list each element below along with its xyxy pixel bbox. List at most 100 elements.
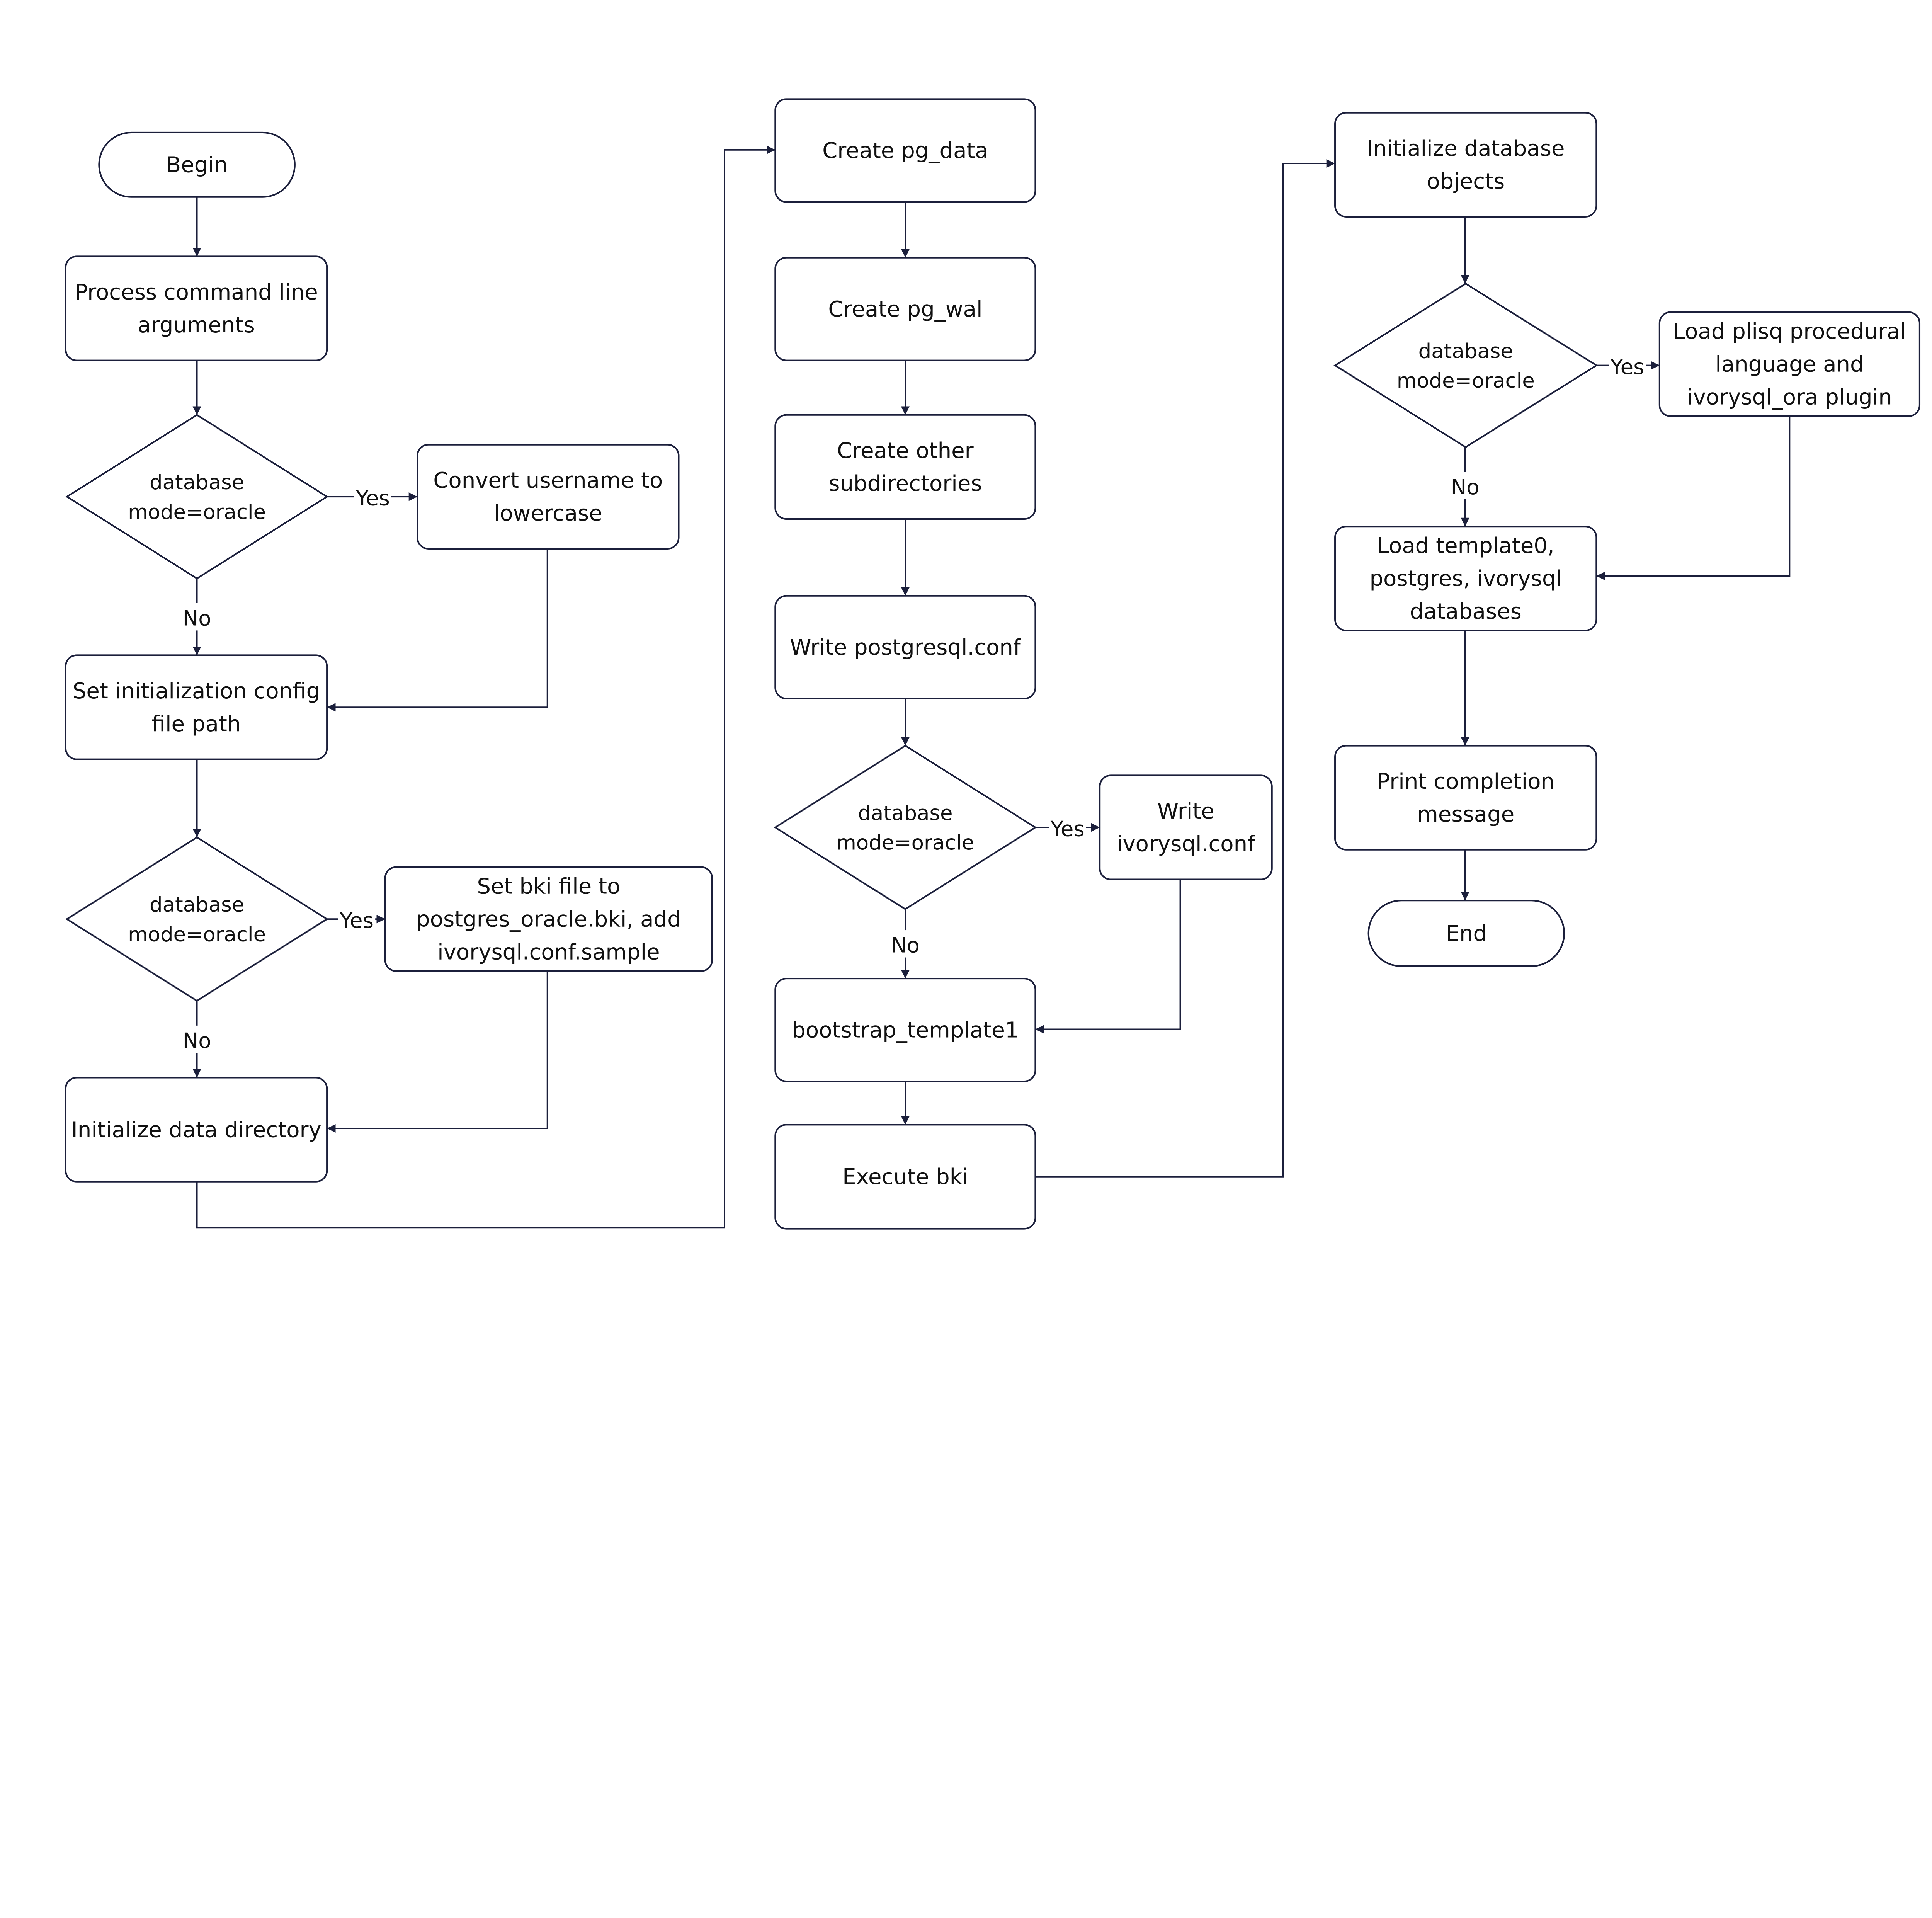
edge-label-bg — [178, 1025, 216, 1053]
node-create-pg-data: Create pg_data — [774, 98, 1036, 203]
node-label-line: lowercase — [494, 501, 602, 526]
edge-write-ivorysql-conf-to-bootstrap-template1 — [1035, 879, 1181, 1034]
node-set-config-path: Set initialization config file path — [65, 654, 328, 760]
node-bootstrap-template1: bootstrap_template1 — [774, 977, 1036, 1082]
node-execute-bki: Execute bki — [774, 1124, 1036, 1230]
edge-label-bg — [338, 905, 376, 933]
node-label: Load template0, postgres, ivorysql databas… — [1369, 533, 1562, 624]
node-label-line: Set bki file to — [477, 874, 620, 899]
node-load-databases: Load template0, postgres, ivorysql databas… — [1334, 526, 1597, 631]
process-box — [774, 595, 1036, 699]
node-label-line: Begin — [166, 153, 228, 178]
process-box — [1334, 745, 1597, 851]
edge-convert-username-to-set-config-path — [327, 548, 548, 712]
edge-label-yes: Yes — [1610, 354, 1645, 379]
process-box — [1658, 311, 1921, 417]
node-init-data-dir: Initialize data directory — [65, 1077, 328, 1183]
node-label-line: database — [858, 802, 952, 825]
process-box — [1334, 112, 1597, 218]
process-box — [774, 977, 1036, 1082]
process-box — [1334, 526, 1597, 631]
node-label-line: language and — [1715, 352, 1864, 377]
terminal-shape — [1367, 900, 1565, 967]
node-label-line: ivorysql.conf — [1117, 832, 1255, 857]
process-box — [417, 444, 680, 550]
node-label-line: Create pg_wal — [828, 297, 982, 322]
node-write-ivorysql-conf: Write ivorysql.conf — [1099, 774, 1273, 880]
node-label-line: objects — [1427, 169, 1505, 194]
node-label: Create pg_wal — [828, 297, 982, 322]
process-box — [65, 654, 328, 760]
process-box — [774, 414, 1036, 520]
node-write-postgresql-conf: Write postgresql.conf — [774, 595, 1036, 699]
node-label-line: Write — [1157, 799, 1214, 824]
process-box — [774, 257, 1036, 361]
node-label-line: Print completion — [1377, 769, 1554, 794]
edge-load-plisql-to-load-databases — [1596, 416, 1791, 580]
node-init-db-objects: Initialize database objects — [1334, 112, 1597, 218]
edge-set-bki-to-init-data-dir — [327, 971, 548, 1133]
node-label-line: Create pg_data — [822, 138, 988, 163]
node-label-line: bootstrap_template1 — [792, 1018, 1019, 1043]
node-label-line: file path — [152, 711, 241, 737]
decision-diamond — [65, 836, 329, 1002]
process-box — [384, 866, 713, 972]
node-label: Write postgresql.conf — [790, 635, 1021, 660]
node-label-line: Load template0, — [1377, 533, 1554, 558]
edge-label-bg — [1609, 352, 1646, 379]
edge-label-bg — [886, 930, 924, 958]
node-label-line: postgres, ivorysql — [1369, 566, 1562, 591]
node-label-line: databases — [1410, 599, 1522, 624]
edge-label-no: No — [1451, 475, 1480, 499]
edge-label-bg — [354, 483, 391, 511]
node-begin: Begin — [98, 131, 296, 198]
node-label-line: End — [1446, 921, 1487, 946]
process-box — [774, 1124, 1036, 1230]
node-label-line: Execute bki — [842, 1164, 968, 1190]
process-box — [774, 98, 1036, 203]
node-label: Set initialization config file path — [73, 679, 320, 737]
node-label-line: Create other — [837, 438, 974, 463]
node-label-line: Load plisq procedural — [1673, 319, 1906, 344]
decision-diamond — [774, 745, 1037, 910]
node-label: database mode=oracle — [836, 802, 974, 855]
node-label: bootstrap_template1 — [792, 1018, 1019, 1043]
node-label: Create pg_data — [822, 138, 988, 163]
node-label: Begin — [166, 153, 228, 178]
node-label-line: ivorysql.conf.sample — [437, 939, 660, 965]
decision-diamond — [65, 414, 329, 580]
node-create-pg-wal: Create pg_wal — [774, 257, 1036, 361]
node-decision-3: database mode=oracle — [774, 745, 1037, 910]
node-label-line: Initialize database — [1367, 136, 1565, 161]
edge-label-bg — [178, 603, 216, 631]
node-label-line: mode=oracle — [128, 500, 266, 524]
node-label-line: mode=oracle — [836, 831, 974, 855]
node-label-line: database — [1418, 339, 1513, 363]
node-label-line: arguments — [138, 313, 255, 338]
edge-label-bg — [1446, 472, 1484, 499]
node-label-line: Set initialization config — [73, 679, 320, 704]
node-label: Initialize data directory — [71, 1117, 321, 1142]
edge-label-bg — [1049, 813, 1086, 841]
node-label: End — [1446, 921, 1487, 946]
node-label: database mode=oracle — [1397, 339, 1535, 393]
process-box — [1099, 774, 1273, 880]
node-label-line: mode=oracle — [128, 923, 266, 946]
node-label-line: Initialize data directory — [71, 1117, 321, 1142]
node-label-line: mode=oracle — [1397, 369, 1535, 393]
